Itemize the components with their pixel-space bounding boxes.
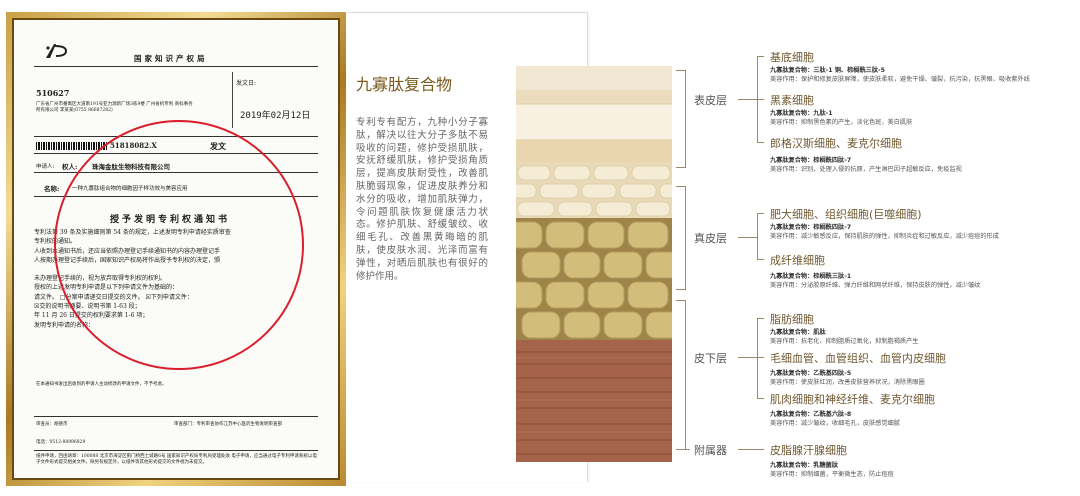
cell-composition: 九寡肽复合物：乙酰基四肽-5 xyxy=(770,370,852,377)
applicant-label: 申请人: xyxy=(36,164,55,170)
cell-effect: 美容作用：抗老化、抑制脂质过氧化，抑制脂褐质产生 xyxy=(770,338,919,345)
department-label: 审查部门：专利审查协作江苏中心医药生物发明审查部 xyxy=(174,422,282,427)
certificate-paper: 国家知识产权局 发文日: 510627 广东省广州市番禺区大道南191号亚力源新… xyxy=(14,20,338,478)
cell-composition: 九寡肽复合物：棕榈酰四肽-7 xyxy=(770,157,852,164)
cell-composition: 九寡肽复合物：九肽-1 xyxy=(770,110,833,117)
cell-effect: 美容作用：分泌胶原纤维、弹力纤维和网状纤维，保持皮肤的弹性，减少皱纹 xyxy=(770,282,981,289)
highlight-circle xyxy=(54,120,304,370)
cell-name: 皮脂腺汗腺细胞 xyxy=(770,444,847,457)
hypodermis-brace xyxy=(676,300,686,450)
layer-label-hypodermis: 皮下层 xyxy=(694,352,727,365)
hypodermis-connector xyxy=(738,357,757,358)
applicant-rights: 权人: xyxy=(62,163,78,171)
cell-name: 基底细胞 xyxy=(770,51,814,64)
layer-label-dermis: 真皮层 xyxy=(694,232,727,245)
dermis-connector xyxy=(738,237,757,238)
product-title: 九寡肽复合物 xyxy=(356,75,453,94)
header-vertical-divider xyxy=(232,72,233,128)
cell-effect: 美容作用：抑制细菌，平衡微生态，防止痘痘 xyxy=(770,471,894,478)
cell-tick xyxy=(757,56,764,57)
notice-line: 发明专利申请的名称： xyxy=(34,321,95,329)
bottom-note: 纸件申请，回函请寄：100088 北京市海淀区蓟门桥西土城路6号 国家知识产权局… xyxy=(36,454,317,465)
cell-tick xyxy=(757,142,764,143)
postal-code: 510627 xyxy=(36,88,70,98)
cell-name: 脂肪细胞 xyxy=(770,313,814,326)
product-panel: 九寡肽复合物 专利专有配方，九种小分子寡肽，解决以往大分子多肽不易吸收的问题，修… xyxy=(348,12,588,482)
barcode xyxy=(36,142,108,150)
header-divider xyxy=(34,66,318,67)
cell-tick xyxy=(757,318,764,319)
issuing-organization: 国家知识产权局 xyxy=(134,54,208,63)
cell-effect: 美容作用：减少皱纹，收细毛孔，皮肤感觉细腻 xyxy=(770,420,900,427)
cell-composition: 九寡肽复合物：棕榈酰四肽-7 xyxy=(770,224,852,231)
product-description: 专利专有配方，九种小分子寡肽，解决以往大分子多肽不易吸收的问题，修护受损肌肤，安… xyxy=(356,117,488,282)
cell-tick xyxy=(757,259,764,260)
phone-number: 电话：0512-88996829 xyxy=(36,440,86,445)
cell-effect: 美容作用：保护和修复皮肤屏障，使皮肤柔软，避免干燥、皱裂，抗污染，抗黑眼、吸收紫… xyxy=(770,76,1030,83)
cell-effect: 美容作用：识别、处理入侵的抗原，产生淋巴因子超敏反应，免疫监视 xyxy=(770,166,962,173)
layer-label-appendages: 附属器 xyxy=(694,444,727,457)
cell-tick xyxy=(757,213,764,214)
cell-tick xyxy=(757,357,764,358)
cell-name: 毛细血管、血管组织、血管内皮细胞 xyxy=(770,352,946,365)
skin-layers-illustration xyxy=(516,66,672,462)
cell-tick xyxy=(757,99,764,100)
hypodermis-bracket xyxy=(757,318,758,398)
cell-name: 肌肉细胞和神经纤维、麦克尔细胞 xyxy=(770,393,935,406)
epidermis-connector xyxy=(738,99,757,100)
cell-effect: 美容作用：抑制黑色素的产生，淡化色斑，美白肌肤 xyxy=(770,119,913,126)
send-date-label: 发文日: xyxy=(236,80,257,87)
epidermis-brace xyxy=(676,70,686,168)
layer-label-epidermis: 表皮层 xyxy=(694,94,727,107)
notice-footer: 在本通知书发出后收到的申请人主动修改的申请文件，不予考虑。 xyxy=(36,382,167,387)
certificate-frame: 国家知识产权局 发文日: 510627 广东省广州市番禺区大道南191号亚力源新… xyxy=(6,12,346,486)
cell-effect: 美容作用：使皮肤红润，改善皮肤营养状况，消除黑眼圈 xyxy=(770,379,925,386)
cell-name: 成纤维细胞 xyxy=(770,254,825,267)
patent-office-logo-icon xyxy=(46,44,68,58)
footer-divider xyxy=(34,416,318,417)
cell-name: 肥大细胞、组织细胞(巨噬细胞) xyxy=(770,208,922,221)
cell-composition: 九寡肽复合物：棕榈酰三肽-1 xyxy=(770,273,852,280)
appendages-tick xyxy=(676,449,690,450)
appendages-connector xyxy=(738,449,764,450)
dermis-bracket xyxy=(757,213,758,259)
cell-composition: 九寡肽复合物：乙酰基六肽-8 xyxy=(770,411,852,418)
recipient-address: 广东省广州市番禺区大道南191号亚力源新厂场3栋9楼 广州省机专利 商标事务所有… xyxy=(36,102,193,113)
cell-composition: 九寡肽复合物：乳糖菌肽 xyxy=(770,462,839,469)
certificate-inner-frame: 国家知识产权局 发文日: 510627 广东省广州市番禺区大道南191号亚力源新… xyxy=(12,18,340,480)
cell-composition: 九寡肽复合物：肌肽 xyxy=(770,329,826,336)
cell-effect: 美容作用：减少敏感反应，保持肌肤的弹性，抑制炎症和过敏反应，减少痘痘的形成 xyxy=(770,233,999,240)
issue-date: 2019年02月12日 xyxy=(240,111,311,121)
invention-label: 名称: xyxy=(44,185,60,193)
bottom-divider xyxy=(34,450,318,451)
examiner-label: 审查员：胡德杰 xyxy=(36,422,68,427)
cell-tick xyxy=(757,398,764,399)
cell-composition: 九寡肽复合物：三肽-1 铜、棕榈酰三肽-5 xyxy=(770,67,885,74)
dermis-brace xyxy=(676,186,686,290)
cell-name: 郎格汉斯细胞、麦克尔细胞 xyxy=(770,137,902,150)
cell-name: 黑素细胞 xyxy=(770,94,814,107)
